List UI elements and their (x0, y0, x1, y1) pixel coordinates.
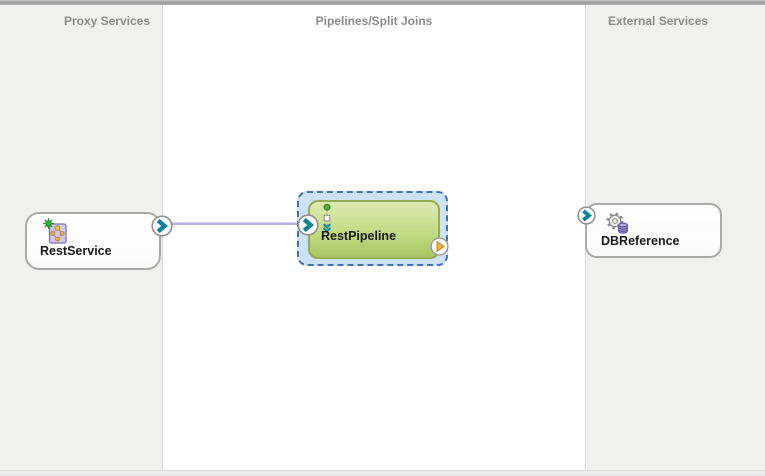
restpipeline-invoke-arrow-icon[interactable] (430, 237, 449, 256)
node-dbreference[interactable]: DBReference (577, 203, 722, 258)
restpipeline-selection-halo[interactable]: RestPipeline (297, 191, 449, 266)
db-adapter-icon (604, 210, 630, 241)
dbreference-endpoint-arrow-icon[interactable] (577, 206, 596, 225)
proxy-services-lane-title: Proxy Services (63, 14, 150, 28)
rest-binding-icon (42, 217, 69, 251)
restpipeline-label: RestPipeline (321, 229, 397, 243)
pipeline-icon (319, 203, 335, 240)
canvas-top-bar (0, 0, 765, 5)
external-services-lane-title: External Services (608, 14, 709, 28)
restservice-label: RestService (40, 244, 112, 258)
pipelines-lane-title: Pipelines/Split Joins (315, 14, 433, 28)
wire-restservice-to-restpipeline[interactable] (166, 222, 308, 225)
restservice-endpoint-arrow-icon[interactable] (151, 215, 173, 237)
dbreference-label: DBReference (601, 234, 680, 248)
node-restservice[interactable]: RestService (25, 212, 173, 270)
restpipeline-input-arrow-icon[interactable] (297, 214, 319, 236)
node-restpipeline[interactable]: RestPipeline (308, 200, 440, 259)
canvas-bottom-edge (0, 470, 765, 475)
